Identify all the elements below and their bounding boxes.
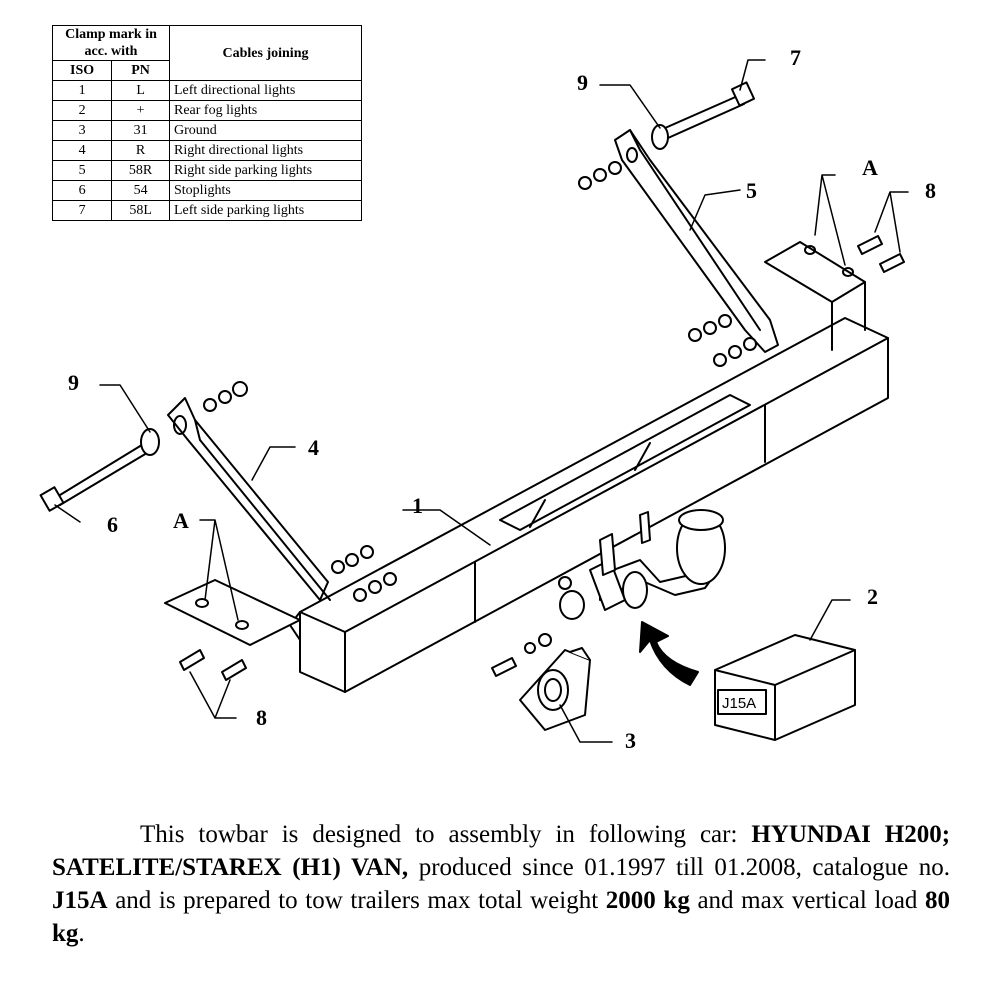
callout-3: 3 (625, 728, 636, 753)
callout-5: 5 (746, 178, 757, 203)
left-bracket (167, 397, 331, 601)
catalogue-number: J15A (52, 887, 108, 914)
box-label: J15A (722, 695, 756, 712)
wiring-table: Clamp mark in acc. with Cables joining I… (51, 25, 362, 221)
production-range: produced since 01.1997 till 01.2008, cat… (418, 854, 951, 881)
towbar-diagram: J15A 7 9 5 A 8 9 4 1 6 A 2 8 3 (39, 45, 936, 753)
pn-header: PN (111, 60, 170, 81)
assembly-arrow (639, 621, 699, 686)
description-end: . (78, 920, 85, 947)
leader-lines (54, 59, 909, 743)
callout-7: 7 (790, 45, 801, 70)
cable-cell: Right side parking lights (169, 160, 362, 181)
load-text: and max vertical load (697, 887, 918, 914)
clamp-mark-header: Clamp mark in acc. with (52, 25, 170, 61)
callout-a-right: A (862, 155, 878, 180)
cable-cell: Left side parking lights (169, 200, 362, 221)
callout-9-right: 9 (577, 70, 588, 95)
callout-6: 6 (107, 512, 118, 537)
car-models: HYUNDAI H200; SATELITE/STAREX (H1) VAN, (52, 821, 951, 881)
bolt-7 (651, 81, 756, 150)
callout-a-left: A (173, 508, 189, 533)
cable-cell: Rear fog lights (169, 100, 362, 121)
callout-4: 4 (308, 435, 319, 460)
iso-cell: 7 (51, 200, 113, 221)
description: This towbar is designed to assembly in f… (52, 818, 950, 950)
packaging-box (714, 634, 856, 741)
iso-header: ISO (51, 60, 113, 81)
table-row: 2+Rear fog lights (51, 100, 362, 121)
main-crossbar (289, 317, 889, 693)
callout-9-left: 9 (68, 370, 79, 395)
tow-text: and is prepared to tow trailers max tota… (115, 887, 599, 914)
nuts-washers (203, 161, 757, 654)
pn-cell: 58L (111, 200, 170, 221)
cable-cell: Stoplights (169, 180, 362, 201)
callout-8-left: 8 (256, 705, 267, 730)
description-intro: This towbar is designed to assembly in f… (140, 821, 738, 848)
callout-1: 1 (412, 493, 423, 518)
tow-ball (559, 509, 726, 620)
left-mounting-plate (164, 579, 301, 646)
bolt-6 (39, 428, 160, 512)
right-bracket (614, 129, 779, 353)
max-load: 80 kg (52, 887, 951, 947)
bolts-8 (179, 235, 905, 681)
callout-8-right: 8 (925, 178, 936, 203)
max-weight: 2000 kg (605, 887, 690, 914)
cable-cell: Right directional lights (169, 140, 362, 161)
cables-joining-header: Cables joining (169, 25, 362, 81)
callout-2: 2 (867, 584, 878, 609)
right-mounting-plate (764, 241, 866, 351)
socket-plate (519, 647, 591, 731)
